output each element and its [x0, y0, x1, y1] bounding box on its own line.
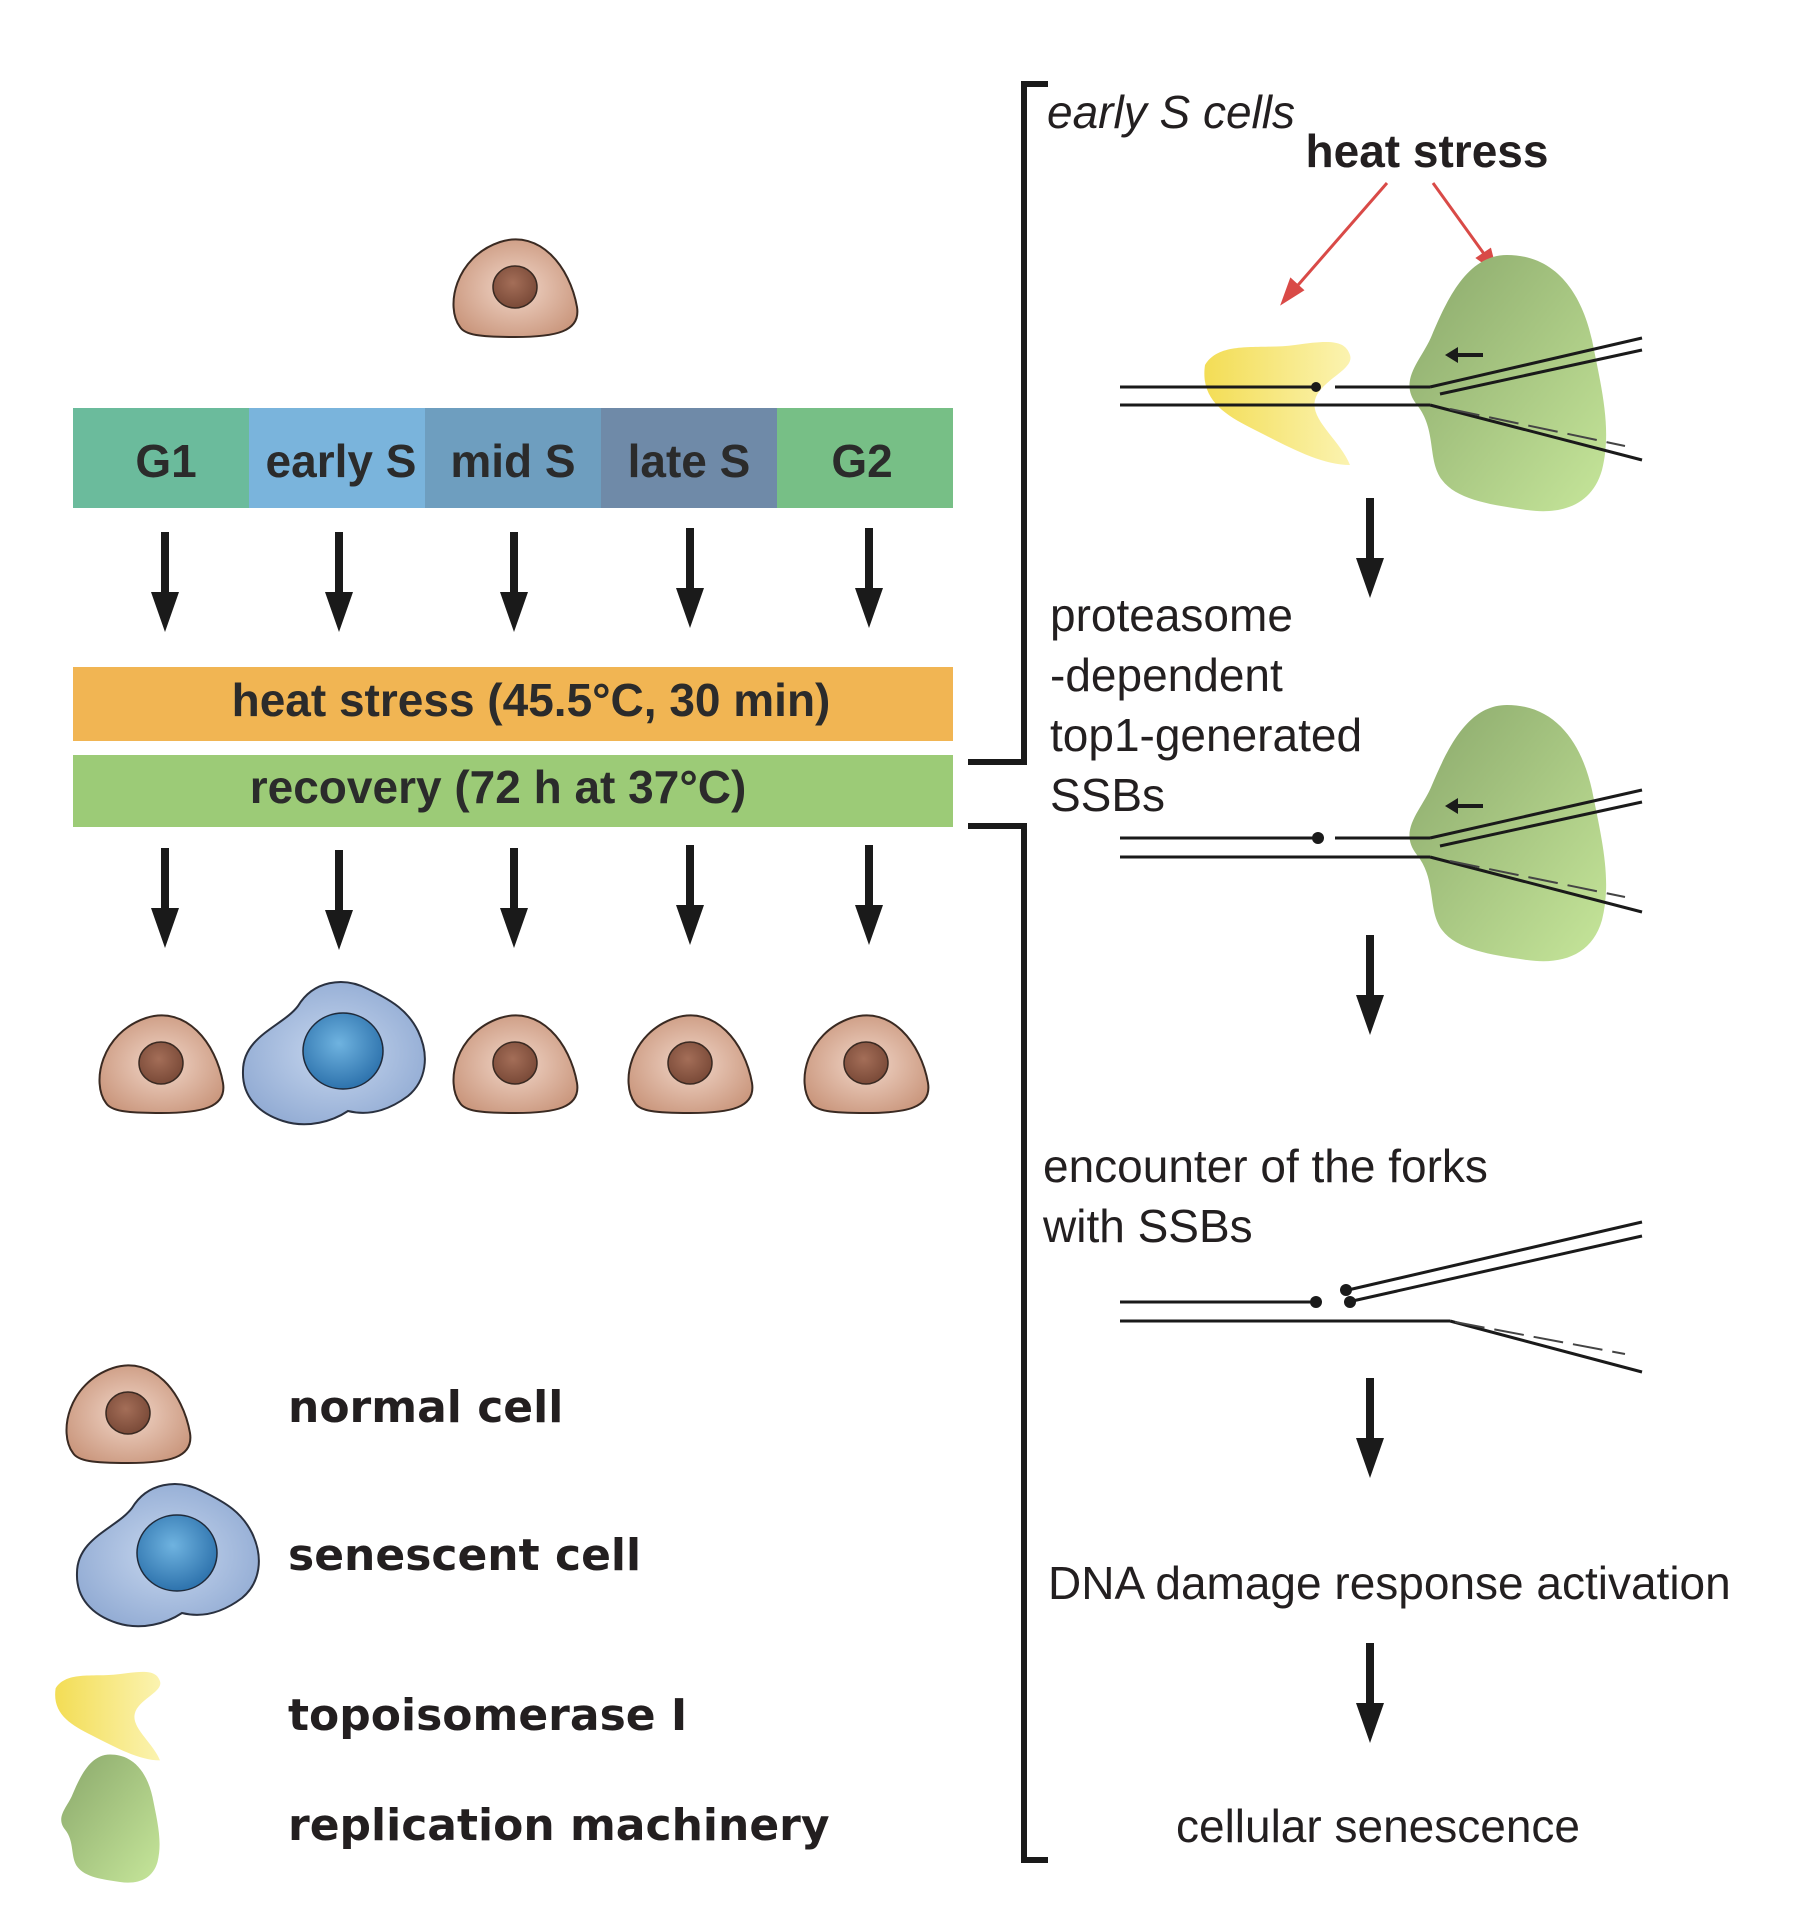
outcome-normal-cell-icon	[98, 1014, 225, 1114]
phase-label-late-s: late S	[628, 435, 751, 487]
pathway-heat-stress-label: heat stress	[1306, 125, 1549, 177]
arrow-down-icon	[676, 845, 704, 945]
arrow-down-icon	[676, 528, 704, 628]
outcome-normal-cell-icon	[803, 1014, 930, 1114]
arrow-down-icon	[1356, 935, 1384, 1035]
legend: normal cell senescent cell topoisomerase…	[55, 1364, 830, 1883]
treatment-to-outcome-arrows	[151, 845, 883, 950]
phase-label-mid-s: mid S	[450, 435, 575, 487]
step2-label-line1: encounter of the forks	[1043, 1140, 1488, 1192]
outcome-cells	[98, 981, 930, 1126]
step4-label: cellular senescence	[1176, 1800, 1580, 1852]
arrow-down-icon	[151, 848, 179, 948]
arrow-down-icon	[151, 532, 179, 632]
early-s-bracket	[968, 81, 1048, 1863]
replication-machinery-icon	[1409, 255, 1607, 512]
recovery-bar	[73, 755, 953, 827]
phase-to-treatment-arrows	[151, 528, 883, 632]
legend-replication-machinery-label: replication machinery	[288, 1800, 830, 1851]
replication-machinery-icon	[61, 1754, 160, 1883]
arrow-down-icon	[1356, 1643, 1384, 1743]
panel-fork-collapse	[1120, 1220, 1643, 1374]
phase-label-g2: G2	[831, 435, 892, 487]
step1-label-line4: SSBs	[1050, 769, 1165, 821]
topoisomerase-icon	[55, 1671, 161, 1761]
outcome-senescent-cell-icon	[241, 981, 426, 1126]
phase-late-s	[601, 408, 777, 508]
phase-early-s	[249, 408, 425, 508]
arrow-down-icon	[1356, 498, 1384, 598]
arrow-down-icon	[500, 532, 528, 632]
step1-label-line1: proteasome	[1050, 589, 1293, 641]
arrow-down-icon	[500, 848, 528, 948]
arrow-down-icon	[855, 845, 883, 945]
phase-g2	[777, 408, 953, 508]
phase-label-g1: G1	[135, 435, 196, 487]
outcome-normal-cell-icon	[452, 1014, 579, 1114]
panel-ssb-fork	[1120, 705, 1643, 962]
senescent-cell-icon	[75, 1483, 260, 1628]
arrow-down-icon	[325, 850, 353, 950]
fork-direction-arrow-icon	[1445, 798, 1483, 814]
outcome-normal-cell-icon	[627, 1014, 754, 1114]
cell-cycle-phase-bar: G1 early S mid S late S G2	[73, 408, 953, 508]
phase-g1	[73, 408, 249, 508]
phase-label-early-s: early S	[266, 435, 417, 487]
replication-machinery-icon	[1409, 705, 1607, 962]
legend-normal-cell-label: normal cell	[288, 1382, 563, 1433]
normal-cell-icon	[65, 1364, 192, 1464]
panel-topo-fork	[1120, 255, 1643, 512]
arrow-down-icon	[855, 528, 883, 628]
step1-label-line3: top1-generated	[1050, 709, 1362, 761]
arrow-down-icon	[325, 532, 353, 632]
fork-direction-arrow-icon	[1445, 347, 1483, 363]
early-s-cells-label: early S cells	[1047, 86, 1295, 138]
starting-normal-cell-icon	[452, 238, 579, 338]
heat-stress-bar	[73, 667, 953, 741]
step1-label-line2: -dependent	[1050, 649, 1283, 701]
step3-label: DNA damage response activation	[1048, 1557, 1731, 1609]
arrow-down-icon	[1356, 1378, 1384, 1478]
legend-senescent-cell-label: senescent cell	[288, 1530, 641, 1581]
recovery-label: recovery (72 h at 37°C)	[250, 761, 747, 813]
step2-label-line2: with SSBs	[1042, 1200, 1253, 1252]
legend-topoisomerase-label: topoisomerase I	[288, 1690, 687, 1741]
heat-stress-label: heat stress (45.5°C, 30 min)	[232, 674, 831, 726]
phase-mid-s	[425, 408, 601, 508]
